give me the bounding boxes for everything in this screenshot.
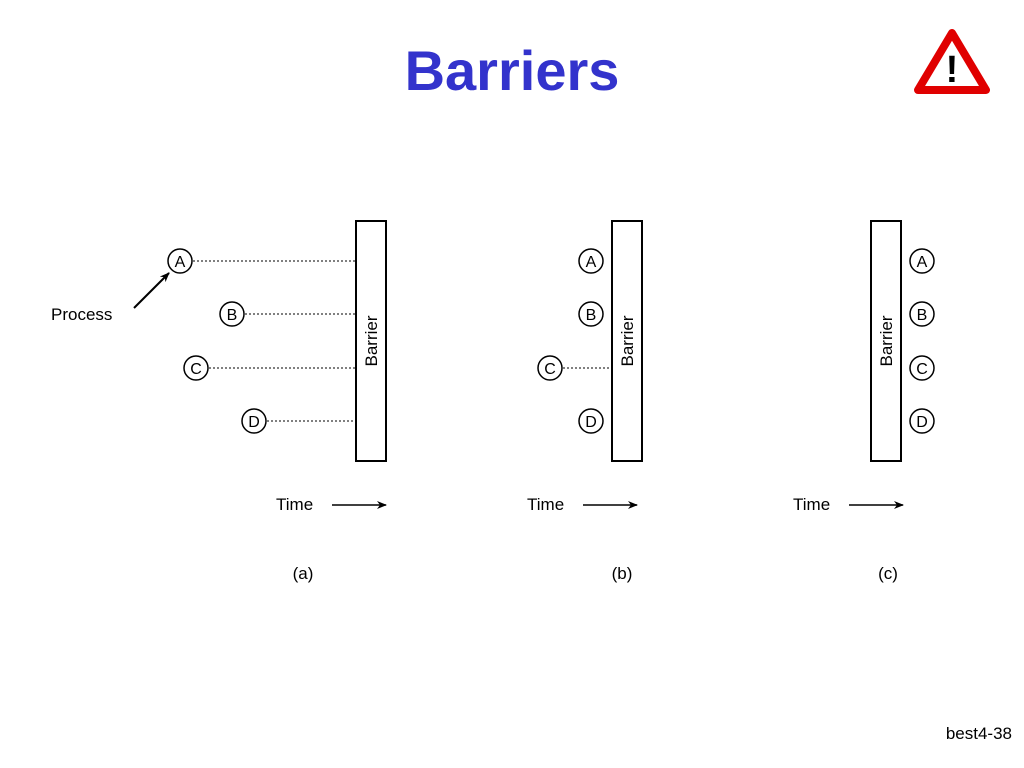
barrier-c bbox=[870, 220, 902, 462]
warning-exclamation: ! bbox=[946, 49, 959, 91]
process-label: D bbox=[585, 414, 597, 431]
slide-title: Barriers bbox=[404, 39, 620, 102]
panel-b: Barrier A B C D Time (b) bbox=[527, 220, 643, 583]
process-label: B bbox=[586, 307, 597, 324]
process-label: B bbox=[227, 307, 238, 324]
process-a-A: A bbox=[167, 248, 193, 274]
process-callout-arrow bbox=[133, 272, 170, 309]
process-c-A: A bbox=[909, 248, 935, 274]
process-a-D: D bbox=[241, 408, 267, 434]
process-label: A bbox=[175, 254, 186, 271]
warning-triangle-icon: ! bbox=[914, 29, 990, 94]
panel-caption-a: (a) bbox=[293, 564, 314, 583]
panel-caption-b: (b) bbox=[612, 564, 633, 583]
process-label: C bbox=[544, 361, 556, 378]
process-label: A bbox=[917, 254, 928, 271]
process-label: D bbox=[916, 414, 928, 431]
time-label-a: Time bbox=[276, 495, 313, 514]
time-label-b: Time bbox=[527, 495, 564, 514]
process-a-B: B bbox=[219, 301, 245, 327]
process-label: B bbox=[917, 307, 928, 324]
process-label: C bbox=[916, 361, 928, 378]
process-label: D bbox=[248, 414, 260, 431]
process-c-D: D bbox=[909, 408, 935, 434]
slide-footer: best4-38 bbox=[945, 724, 1012, 743]
process-a-C: C bbox=[183, 355, 209, 381]
process-callout-label: Process bbox=[51, 305, 112, 324]
process-b-D: D bbox=[578, 408, 604, 434]
barrier-label-c: Barrier bbox=[877, 315, 896, 366]
panel-c: Barrier A B C D Time (c) bbox=[793, 220, 935, 583]
process-b-C: C bbox=[537, 355, 563, 381]
barrier-a bbox=[355, 220, 387, 462]
process-label: C bbox=[190, 361, 202, 378]
warning-triangle-outline bbox=[914, 29, 990, 94]
panel-a: Barrier A B C D Process Time (a) bbox=[51, 220, 387, 583]
process-c-C: C bbox=[909, 355, 935, 381]
barrier-label-a: Barrier bbox=[362, 315, 381, 366]
panel-caption-c: (c) bbox=[878, 564, 898, 583]
process-b-B: B bbox=[578, 301, 604, 327]
process-b-A: A bbox=[578, 248, 604, 274]
process-c-B: B bbox=[909, 301, 935, 327]
process-label: A bbox=[586, 254, 597, 271]
barrier-label-b: Barrier bbox=[618, 315, 637, 366]
time-label-c: Time bbox=[793, 495, 830, 514]
barrier-b bbox=[611, 220, 643, 462]
